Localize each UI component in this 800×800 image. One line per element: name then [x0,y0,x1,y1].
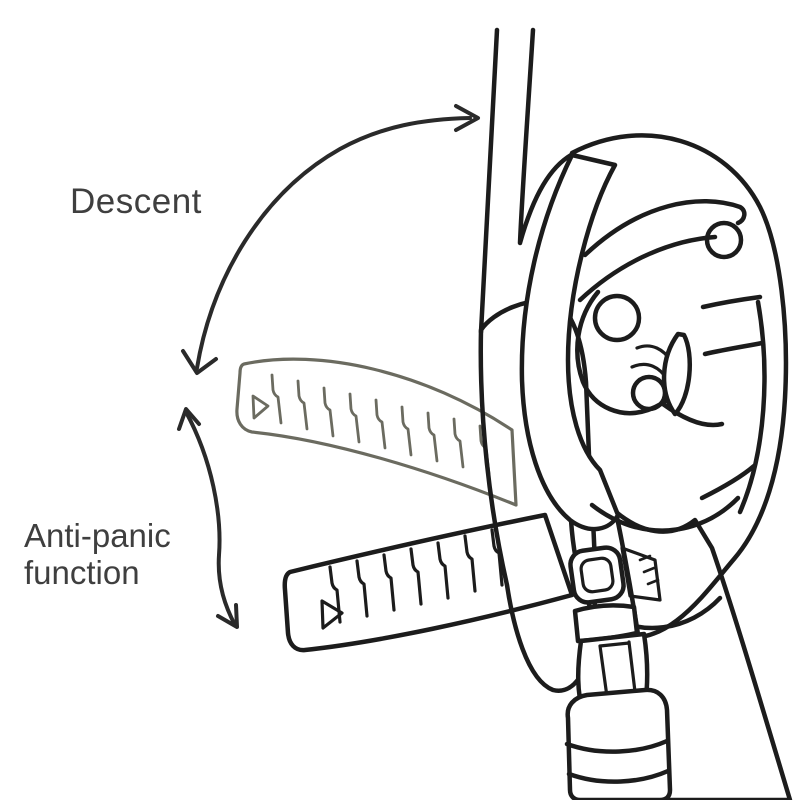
descent-arrowhead-lower [181,349,218,375]
carabiner-sleeve [565,687,673,800]
stitch-marks [638,554,660,586]
carabiner [564,545,673,800]
descent-label: Descent [70,182,202,221]
right-detail-line-2 [702,340,765,357]
descent-handle-body [282,512,575,653]
attachment-lug [620,546,662,602]
carabiner-clevis [568,545,626,605]
rope-through-device [519,152,621,532]
descent-handle-notch [320,599,344,630]
descent-handle [282,512,575,653]
anchor-rope [478,27,574,335]
lower-hammock-curve [589,495,741,533]
descent-arc [195,116,472,370]
rope-window [661,331,693,417]
top-rivet [704,220,744,260]
right-edge-contour [737,299,767,515]
carabiner-sleeve-band-1 [564,738,670,754]
anti-panic-arrowhead-lower [216,603,239,629]
ghost-handle-body [235,357,518,507]
descent-arrowhead-upper [454,104,480,132]
lower-rivet [630,374,668,412]
right-detail-line-1 [700,294,763,310]
descent-range-arrow [181,104,480,375]
body-cap-swoosh [582,199,747,258]
right-detail-line-3 [699,463,757,501]
cam-pivot-rivet [592,293,642,343]
anchor-rope-right-edge [517,27,574,246]
anti-panic-arc [184,410,237,627]
ghost-handle [235,357,518,507]
body-cap-swoosh-inner [577,234,718,303]
carabiner-sleeve-band-2 [566,768,671,784]
anti-panic-label: Anti-panic function [24,517,171,591]
carabiner-shaft-inner [598,640,638,706]
descent-handle-grip-slots [328,528,504,624]
ghost-handle-notch [251,394,270,420]
anti-panic-arrowhead-upper [177,407,201,431]
carabiner-clevis-inner [579,556,615,594]
anchor-rope-left-edge [478,27,500,335]
anti-panic-range-arrow [177,407,239,629]
